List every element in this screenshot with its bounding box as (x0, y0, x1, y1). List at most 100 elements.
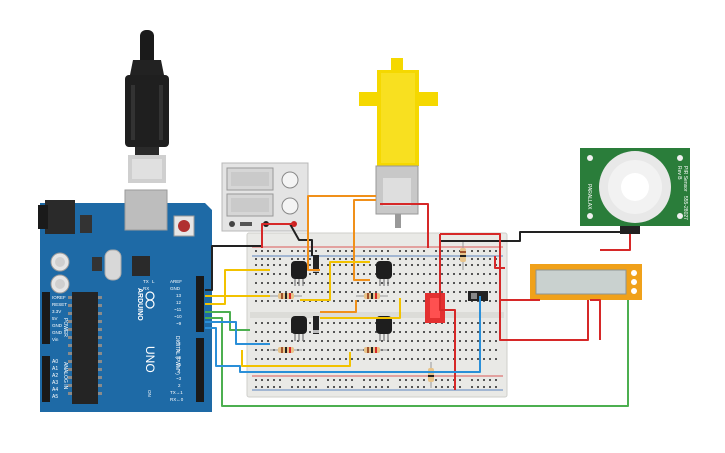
breadboard-hole[interactable] (435, 349, 437, 351)
breadboard-hole[interactable] (285, 322, 287, 324)
breadboard-hole[interactable] (387, 358, 389, 360)
breadboard-hole[interactable] (453, 250, 455, 252)
breadboard-hole[interactable] (423, 264, 425, 266)
breadboard-hole[interactable] (321, 322, 323, 324)
breadboard-hole[interactable] (453, 264, 455, 266)
breadboard-hole[interactable] (477, 250, 479, 252)
transistor[interactable] (376, 261, 392, 286)
breadboard-hole[interactable] (399, 273, 401, 275)
breadboard-hole[interactable] (291, 258, 293, 260)
breadboard-hole[interactable] (435, 250, 437, 252)
breadboard-hole[interactable] (417, 291, 419, 293)
breadboard-hole[interactable] (435, 358, 437, 360)
breadboard-hole[interactable] (309, 358, 311, 360)
wires[interactable] (205, 195, 631, 407)
breadboard-hole[interactable] (483, 322, 485, 324)
breadboard-hole[interactable] (393, 300, 395, 302)
breadboard-hole[interactable] (489, 322, 491, 324)
breadboard-hole[interactable] (363, 379, 365, 381)
breadboard-hole[interactable] (297, 250, 299, 252)
breadboard-hole[interactable] (447, 331, 449, 333)
breadboard-hole[interactable] (375, 331, 377, 333)
breadboard-hole[interactable] (411, 358, 413, 360)
breadboard-hole[interactable] (339, 386, 341, 388)
breadboard-hole[interactable] (321, 340, 323, 342)
breadboard-hole[interactable] (417, 386, 419, 388)
breadboard-hole[interactable] (267, 282, 269, 284)
breadboard-hole[interactable] (405, 349, 407, 351)
breadboard-hole[interactable] (465, 273, 467, 275)
breadboard-hole[interactable] (357, 322, 359, 324)
breadboard-hole[interactable] (489, 386, 491, 388)
breadboard-hole[interactable] (339, 349, 341, 351)
breadboard-hole[interactable] (351, 264, 353, 266)
breadboard-hole[interactable] (459, 386, 461, 388)
breadboard-hole[interactable] (363, 291, 365, 293)
breadboard-hole[interactable] (327, 349, 329, 351)
breadboard-hole[interactable] (333, 273, 335, 275)
breadboard-hole[interactable] (279, 322, 281, 324)
breadboard-hole[interactable] (477, 282, 479, 284)
breadboard-hole[interactable] (327, 322, 329, 324)
breadboard-hole[interactable] (351, 386, 353, 388)
breadboard-hole[interactable] (465, 358, 467, 360)
breadboard-hole[interactable] (267, 300, 269, 302)
breadboard-hole[interactable] (309, 349, 311, 351)
breadboard-hole[interactable] (441, 331, 443, 333)
breadboard-hole[interactable] (309, 291, 311, 293)
breadboard-hole[interactable] (405, 291, 407, 293)
breadboard-hole[interactable] (309, 250, 311, 252)
breadboard-hole[interactable] (279, 331, 281, 333)
breadboard-hole[interactable] (357, 340, 359, 342)
breadboard-hole[interactable] (285, 282, 287, 284)
breadboard-hole[interactable] (459, 379, 461, 381)
breadboard-hole[interactable] (345, 250, 347, 252)
breadboard-hole[interactable] (351, 322, 353, 324)
breadboard-hole[interactable] (411, 258, 413, 260)
breadboard-hole[interactable] (261, 349, 263, 351)
wire-yellow[interactable] (205, 269, 270, 305)
breadboard-hole[interactable] (387, 386, 389, 388)
breadboard-hole[interactable] (273, 264, 275, 266)
breadboard-hole[interactable] (375, 379, 377, 381)
breadboard-hole[interactable] (345, 331, 347, 333)
breadboard-hole[interactable] (453, 291, 455, 293)
breadboard-hole[interactable] (339, 300, 341, 302)
breadboard-hole[interactable] (411, 291, 413, 293)
wire-yellow[interactable] (320, 298, 401, 319)
breadboard-hole[interactable] (333, 340, 335, 342)
breadboard-hole[interactable] (411, 386, 413, 388)
wire-blue[interactable] (205, 321, 270, 345)
breadboard-hole[interactable] (471, 331, 473, 333)
breadboard-hole[interactable] (459, 273, 461, 275)
breadboard-hole[interactable] (285, 340, 287, 342)
breadboard-hole[interactable] (381, 379, 383, 381)
breadboard-hole[interactable] (495, 322, 497, 324)
breadboard-hole[interactable] (279, 258, 281, 260)
breadboard-hole[interactable] (333, 358, 335, 360)
breadboard-hole[interactable] (321, 349, 323, 351)
breadboard-hole[interactable] (309, 340, 311, 342)
breadboard-hole[interactable] (477, 264, 479, 266)
breadboard-hole[interactable] (495, 340, 497, 342)
breadboard-hole[interactable] (357, 264, 359, 266)
breadboard-hole[interactable] (429, 331, 431, 333)
breadboard-hole[interactable] (489, 358, 491, 360)
breadboard-hole[interactable] (477, 331, 479, 333)
breadboard-hole[interactable] (405, 282, 407, 284)
breadboard-hole[interactable] (327, 340, 329, 342)
breadboard-hole[interactable] (327, 250, 329, 252)
resistor[interactable] (356, 293, 388, 299)
breadboard-hole[interactable] (339, 282, 341, 284)
breadboard-hole[interactable] (279, 264, 281, 266)
breadboard-hole[interactable] (417, 282, 419, 284)
resistor[interactable] (460, 240, 466, 270)
breadboard-hole[interactable] (303, 358, 305, 360)
breadboard-hole[interactable] (339, 264, 341, 266)
breadboard-hole[interactable] (399, 264, 401, 266)
breadboard-hole[interactable] (387, 291, 389, 293)
breadboard-hole[interactable] (369, 258, 371, 260)
breadboard-hole[interactable] (429, 291, 431, 293)
pir-sensor[interactable]: PIR Sensor Rev B 555-28027 PARALLAX (580, 148, 690, 234)
